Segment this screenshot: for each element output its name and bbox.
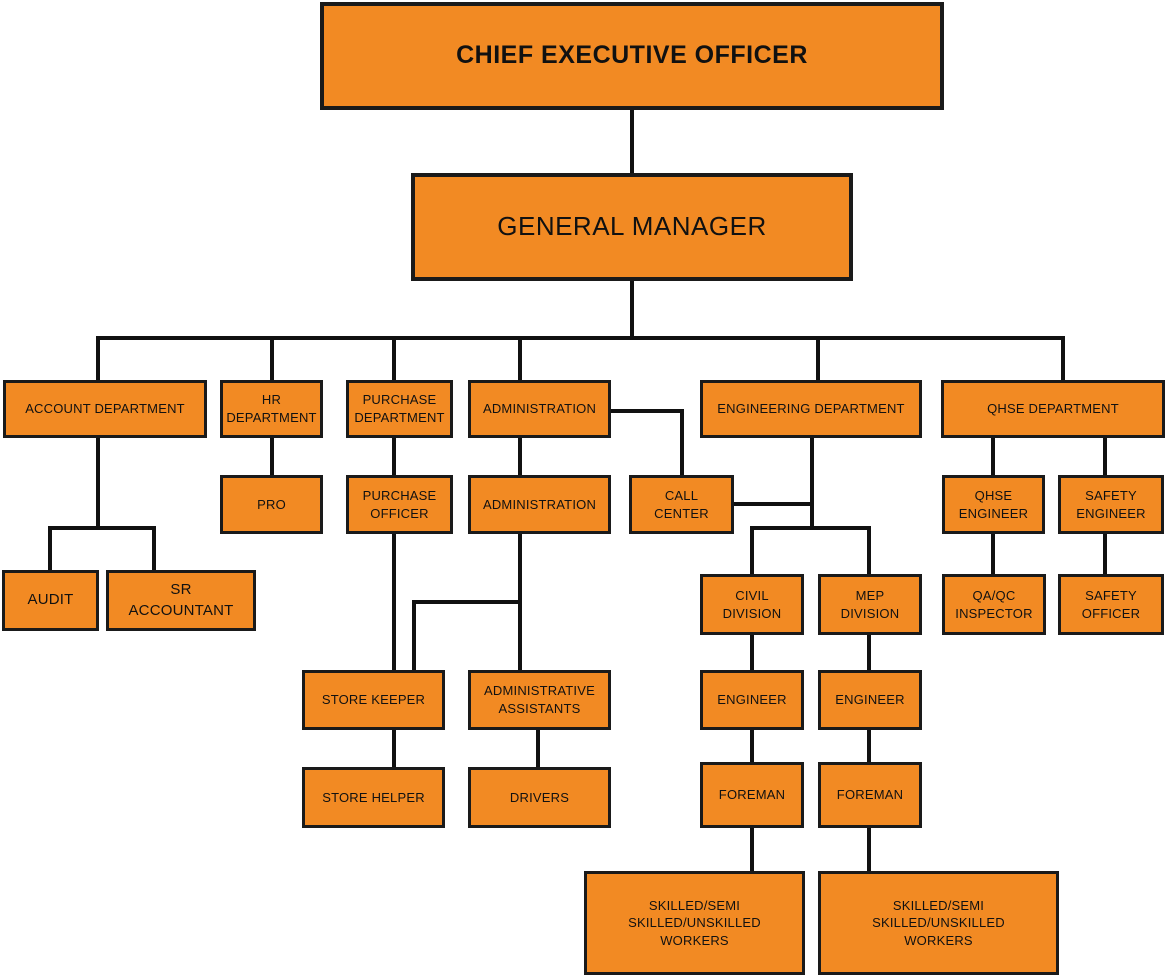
mep-workers-label: SKILLED/SEMI SKILLED/UNSKILLED WORKERS [872, 897, 1005, 948]
civil-division-label: CIVIL DIVISION [722, 587, 782, 621]
administrative-assistants-box: ADMINISTRATIVE ASSISTANTS [468, 670, 611, 730]
safety-engineer-box: SAFETY ENGINEER [1058, 475, 1164, 534]
qhse-engineer-box: QHSE ENGINEER [942, 475, 1045, 534]
administration-department-label: ADMINISTRATION [482, 401, 597, 417]
mep-engineer-box: ENGINEER [818, 670, 922, 730]
sr-accountant-label: SR ACCOUNTANT [128, 581, 234, 619]
mep-foreman-label: FOREMAN [836, 787, 904, 803]
drivers-box: DRIVERS [468, 767, 611, 828]
civil-workers-box: SKILLED/SEMI SKILLED/UNSKILLED WORKERS [584, 871, 805, 975]
sr-accountant-box: SR ACCOUNTANT [106, 570, 256, 631]
mep-foreman-box: FOREMAN [818, 762, 922, 828]
store-keeper-box: STORE KEEPER [302, 670, 445, 730]
administrative-assistants-label: ADMINISTRATIVE ASSISTANTS [484, 683, 595, 716]
civil-foreman-box: FOREMAN [700, 762, 804, 828]
ceo-label: CHIEF EXECUTIVE OFFICER [456, 41, 808, 70]
store-helper-label: STORE HELPER [322, 789, 425, 805]
ceo-box: CHIEF EXECUTIVE OFFICER [320, 2, 944, 110]
store-keeper-label: STORE KEEPER [321, 692, 426, 708]
purchase-officer-box: PURCHASE OFFICER [346, 475, 453, 534]
hr-department-label: HR DEPARTMENT [226, 392, 317, 425]
civil-workers-label: SKILLED/SEMI SKILLED/UNSKILLED WORKERS [628, 897, 761, 948]
qhse-department-box: QHSE DEPARTMENT [941, 380, 1165, 438]
general-manager-box: GENERAL MANAGER [411, 173, 853, 281]
qhse-department-label: QHSE DEPARTMENT [987, 401, 1119, 417]
audit-label: AUDIT [27, 591, 74, 609]
general-manager-label: GENERAL MANAGER [497, 211, 767, 242]
engineering-department-label: ENGINEERING DEPARTMENT [717, 401, 905, 417]
audit-box: AUDIT [2, 570, 99, 631]
purchase-officer-label: PURCHASE OFFICER [362, 487, 437, 521]
administration-sub-box: ADMINISTRATION [468, 475, 611, 534]
civil-engineer-label: ENGINEER [717, 692, 787, 708]
purchase-department-label: PURCHASE DEPARTMENT [354, 392, 445, 425]
mep-division-box: MEP DIVISION [818, 574, 922, 635]
drivers-label: DRIVERS [509, 789, 570, 805]
pro-box: PRO [220, 475, 323, 534]
civil-division-box: CIVIL DIVISION [700, 574, 804, 635]
safety-officer-label: SAFETY OFFICER [1081, 587, 1141, 621]
call-center-label: CALL CENTER [654, 487, 709, 521]
qhse-engineer-label: QHSE ENGINEER [958, 487, 1029, 521]
safety-engineer-label: SAFETY ENGINEER [1076, 487, 1146, 521]
purchase-department-box: PURCHASE DEPARTMENT [346, 380, 453, 438]
qa-qc-inspector-label: QA/QC INSPECTOR [955, 587, 1033, 621]
civil-foreman-label: FOREMAN [718, 787, 786, 803]
pro-label: PRO [257, 496, 286, 512]
safety-officer-box: SAFETY OFFICER [1058, 574, 1164, 635]
account-department-box: ACCOUNT DEPARTMENT [3, 380, 207, 438]
civil-engineer-box: ENGINEER [700, 670, 804, 730]
engineering-department-box: ENGINEERING DEPARTMENT [700, 380, 922, 438]
mep-division-label: MEP DIVISION [840, 587, 900, 621]
mep-engineer-label: ENGINEER [835, 692, 905, 708]
hr-department-box: HR DEPARTMENT [220, 380, 323, 438]
call-center-box: CALL CENTER [629, 475, 734, 534]
administration-department-box: ADMINISTRATION [468, 380, 611, 438]
mep-workers-box: SKILLED/SEMI SKILLED/UNSKILLED WORKERS [818, 871, 1059, 975]
qa-qc-inspector-box: QA/QC INSPECTOR [942, 574, 1046, 635]
administration-sub-label: ADMINISTRATION [482, 496, 597, 512]
account-department-label: ACCOUNT DEPARTMENT [25, 401, 185, 417]
store-helper-box: STORE HELPER [302, 767, 445, 828]
